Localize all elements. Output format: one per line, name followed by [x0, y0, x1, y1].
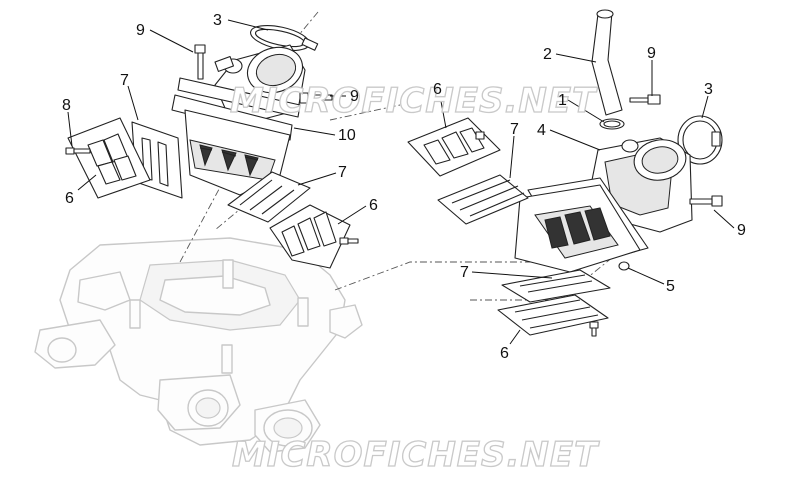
callout-9-mid-left: 9: [350, 88, 359, 105]
bolt-9-right: [689, 195, 723, 207]
callout-6-bottom-right: 6: [500, 345, 509, 362]
callout-4: 4: [537, 122, 546, 139]
callout-10: 10: [338, 127, 356, 144]
callout-7-right: 7: [510, 121, 519, 138]
vent-hose-2: [591, 9, 623, 116]
reed-plate-7-right: [437, 174, 529, 225]
reed-stop-6-left: [67, 117, 151, 199]
reed-stop-6-bottom-right: [497, 294, 609, 337]
callout-6-top-right: 6: [433, 81, 442, 98]
callout-2: 2: [543, 46, 552, 63]
callout-7-mid-left: 7: [338, 164, 347, 181]
callout-1: 1: [558, 92, 567, 109]
reed-stop-6-top-right: [407, 117, 501, 177]
watermark-bottom: MICROFICHES.NET: [232, 435, 600, 475]
hose-clamp-right: [677, 115, 723, 165]
callout-9-top-right: 9: [647, 45, 656, 62]
reed-block-right: [514, 177, 649, 273]
engine-crankcase: [34, 237, 363, 453]
screw-8: [65, 147, 91, 155]
callout-7-left: 7: [120, 72, 129, 89]
small-clamp-1: [599, 118, 625, 130]
reed-plate-7-low-right: [501, 269, 611, 303]
callout-6-mid-left: 6: [369, 197, 378, 214]
callout-5: 5: [666, 278, 675, 295]
callout-3-right: 3: [704, 81, 713, 98]
bolt-9-top-right: [629, 94, 661, 105]
callout-8: 8: [62, 97, 71, 114]
bolt-9-mid-left: [299, 92, 333, 104]
callout-9-right: 9: [737, 222, 746, 239]
callout-6-left: 6: [65, 190, 74, 207]
leader-lines: [67, 19, 735, 345]
reed-block-left: [184, 109, 291, 196]
reed-plate-7-mid-left: [227, 171, 311, 223]
callout-labels: 3 9 7 9 8 10 7 6 6 2 9 6 1 3 7 4 9 7 5 6: [62, 12, 746, 362]
watermark-top: MICROFICHES.NET: [230, 81, 598, 121]
callout-7-low-right: 7: [460, 264, 469, 281]
bolt-9-top-left: [194, 44, 206, 80]
callout-9-top-left: 9: [136, 22, 145, 39]
reed-stop-6-mid-left: [269, 204, 359, 269]
callout-3-left: 3: [213, 12, 222, 29]
